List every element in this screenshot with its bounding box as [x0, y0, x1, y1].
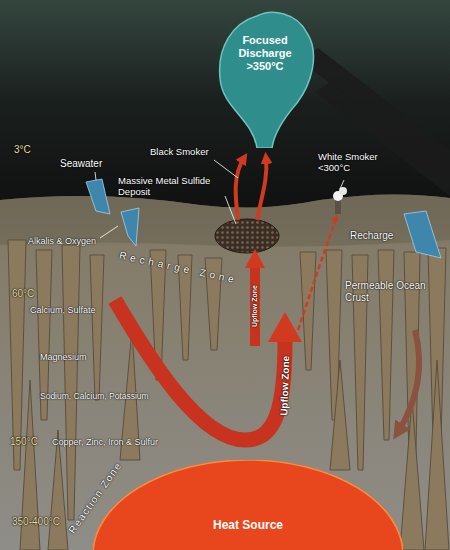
- annotation-label: Seawater: [60, 158, 102, 170]
- annotation-label: Copper, Zinc, Iron & Sulfur: [52, 437, 158, 447]
- sulfide-deposit: [215, 219, 279, 253]
- annotation-label: 150°C: [10, 436, 38, 448]
- annotation-label: Upflow Zone: [251, 285, 259, 327]
- annotation-label: Permeable Ocean Crust: [345, 280, 437, 303]
- node-text: Focused Discharge >350°C: [226, 34, 304, 74]
- flow-arrows: [115, 158, 419, 440]
- annotation-label: Magnesium: [40, 352, 87, 362]
- annotation-label: Alkalis & Oxygen: [28, 236, 96, 246]
- heat-source-outline: [93, 460, 403, 550]
- node-text: Heat Source: [148, 518, 348, 532]
- ocean-crust: [0, 194, 450, 550]
- annotation-label: Black Smoker: [150, 147, 209, 158]
- discharge-plume-outline: [212, 8, 318, 148]
- annotation-label: Sodium, Calcium, Potassium: [40, 392, 149, 402]
- annotation-label: 350-400°C: [12, 516, 60, 528]
- annotation-label: 60°C: [12, 288, 34, 300]
- annotation-label: Calcium, Sulfate: [30, 305, 96, 315]
- annotation-label: Massive Metal Sulfide Deposit: [118, 176, 226, 198]
- heat-source: Heat Source: [93, 460, 403, 550]
- annotation-label: White Smoker <300°C: [318, 152, 392, 174]
- annotation-label: 3°C: [14, 144, 31, 156]
- white-smoker: [333, 187, 347, 214]
- discharge-plume: Focused Discharge >350°C: [212, 8, 318, 148]
- leader-lines: [95, 160, 344, 238]
- annotation-label: Recharge: [350, 230, 393, 242]
- annotation-label: Upflow Zone: [278, 356, 292, 416]
